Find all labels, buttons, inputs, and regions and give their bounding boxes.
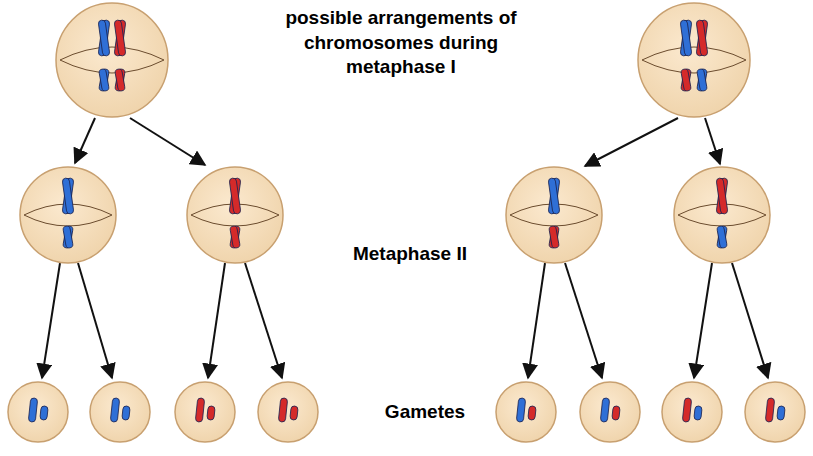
arrows	[42, 118, 768, 378]
stage-label: Metaphase II	[320, 242, 500, 267]
stage-label: Gametes	[345, 400, 505, 425]
cells	[8, 3, 805, 442]
stage-label: possible arrangements of chromosomes dur…	[262, 6, 540, 80]
chromosomes	[28, 20, 785, 423]
